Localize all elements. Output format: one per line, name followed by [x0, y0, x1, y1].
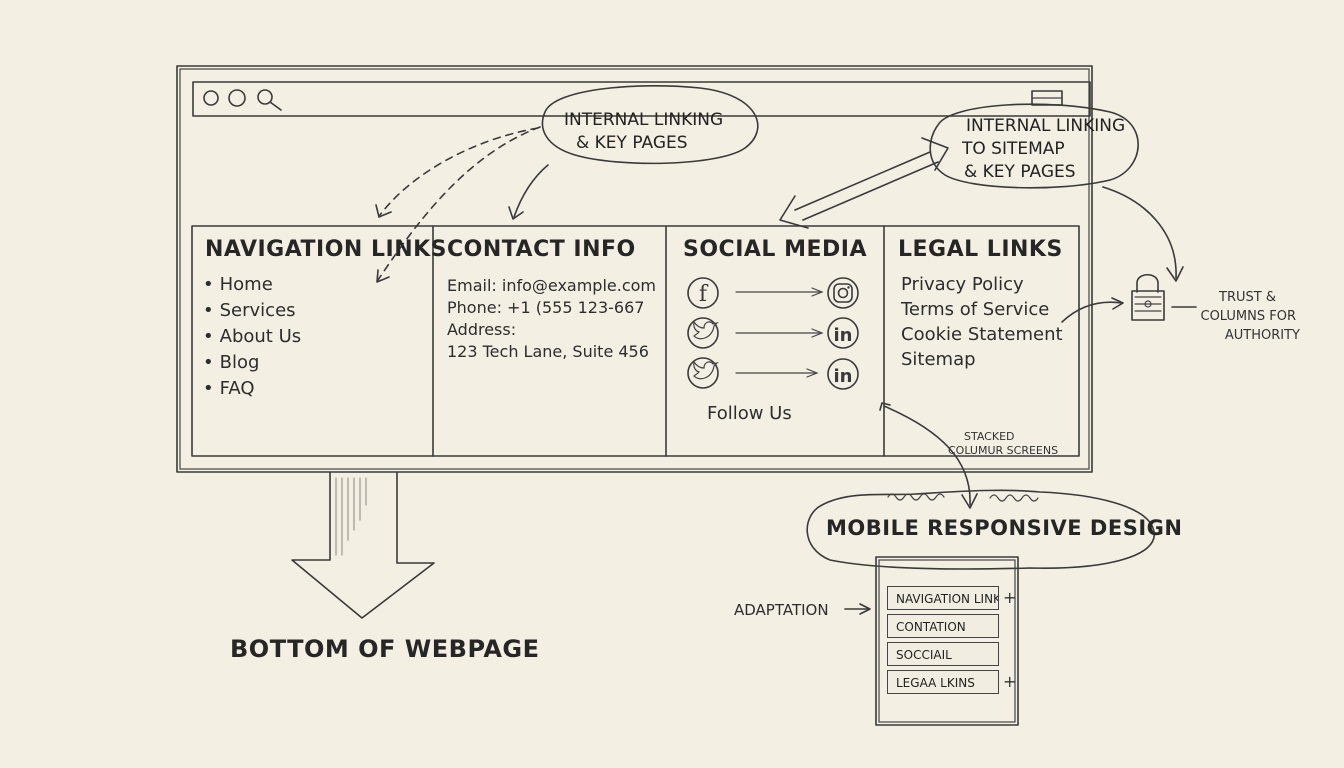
bubble-key-pages: INTERNAL LINKING & KEY PAGES — [564, 109, 723, 155]
expand-plus-icon[interactable]: + — [1003, 672, 1017, 691]
twitter-icon[interactable] — [688, 318, 718, 348]
phone-frame — [875, 556, 1019, 726]
arrow-legal-to-lock — [1061, 301, 1123, 323]
lock-icon — [1131, 273, 1165, 321]
cloud-scribble — [887, 493, 1039, 502]
bottom-of-webpage-label: BOTTOM OF WEBPAGE — [230, 635, 540, 663]
nav-link-faq[interactable]: FAQ — [203, 376, 301, 402]
social-heading: SOCIAL MEDIA — [683, 237, 867, 262]
arrow-to-contact — [513, 164, 549, 218]
mobile-row-navigation[interactable]: NAVIGATION LINKS — [887, 586, 999, 610]
trust-line2: COLUMNS FOR — [1200, 309, 1297, 324]
menu-icon — [1031, 90, 1063, 106]
bubble-outline-key-pages — [541, 85, 759, 165]
trust-annotation: TRUST & COLUMNS FOR AUTHORITY — [1200, 288, 1301, 345]
contact-email[interactable]: Email: info@example.com — [447, 276, 656, 295]
mobile-row-contact[interactable]: CONTATION — [887, 614, 999, 638]
bubble-sitemap-line1: INTERNAL LINKING — [966, 116, 1126, 136]
expand-plus-icon[interactable]: + — [1003, 588, 1017, 607]
stacked-annotation: STACKED COLUMUR SCREENS — [948, 430, 1058, 458]
linkedin-icon[interactable] — [828, 359, 858, 389]
svg-text:in: in — [834, 366, 853, 387]
bubble-sitemap-line3: & KEY PAGES — [964, 162, 1076, 182]
double-arrow — [779, 137, 949, 229]
linkedin-icon[interactable] — [828, 318, 858, 348]
dashed-arrow-1 — [379, 127, 539, 216]
follow-us-label: Follow Us — [707, 403, 792, 424]
browser-window-frame — [176, 65, 1093, 473]
bubble-key-pages-line1: INTERNAL LINKING — [564, 110, 724, 130]
social-arrows — [735, 287, 824, 378]
window-control-dots — [203, 89, 282, 111]
contact-address-label: Address: — [447, 320, 517, 339]
bubble-outline-sitemap — [929, 103, 1139, 189]
contact-heading: CONTACT INFO — [447, 237, 636, 262]
arrow-to-lock — [1102, 186, 1177, 279]
adaptation-label: ADAPTATION — [734, 601, 829, 619]
contact-address: 123 Tech Lane, Suite 456 — [447, 342, 649, 361]
contact-info-block: Email: info@example.com Phone: +1 (555 1… — [447, 275, 656, 363]
nav-link-blog[interactable]: Blog — [203, 350, 301, 376]
legal-heading: LEGAL LINKS — [898, 237, 1063, 262]
bubble-key-pages-line2: & KEY PAGES — [576, 133, 688, 153]
trust-line3: AUTHORITY — [1224, 328, 1300, 343]
twitter-icon[interactable] — [688, 358, 718, 388]
stacked-line1: STACKED — [964, 430, 1015, 443]
footer-grid — [191, 225, 1080, 457]
legal-links-list: Privacy Policy Terms of Service Cookie S… — [901, 272, 1063, 372]
contact-phone[interactable]: Phone: +1 (555 123-667 — [447, 298, 645, 317]
dashed-arrow-2 — [377, 126, 541, 281]
social-icons: f in in — [687, 277, 859, 390]
navigation-heading: NAVIGATION LINKS — [205, 237, 448, 262]
nav-link-services[interactable]: Services — [203, 298, 301, 324]
nav-link-about-us[interactable]: About Us — [203, 324, 302, 350]
mobile-responsive-title: MOBILE RESPONSIVE DESIGN — [826, 516, 1183, 540]
navigation-links-list: Home Services About Us Blog FAQ — [203, 272, 302, 402]
facebook-icon[interactable] — [688, 278, 718, 308]
legal-link-privacy[interactable]: Privacy Policy — [901, 274, 1024, 295]
bottom-down-arrow — [291, 472, 435, 619]
arrow-social-to-mobile — [883, 405, 971, 506]
svg-text:f: f — [699, 282, 709, 307]
legal-link-terms[interactable]: Terms of Service — [901, 299, 1050, 320]
mobile-row-social[interactable]: SOCCIAIL — [887, 642, 999, 666]
mobile-row-legal[interactable]: LEGAA LKINS — [887, 670, 999, 694]
trust-line1: TRUST & — [1219, 290, 1276, 305]
instagram-icon[interactable] — [828, 278, 858, 308]
legal-link-sitemap[interactable]: Sitemap — [901, 349, 976, 370]
bubble-sitemap-line2: TO SITEMAP — [962, 139, 1065, 159]
legal-link-cookie[interactable]: Cookie Statement — [901, 324, 1063, 345]
stacked-line2: COLUMUR SCREENS — [948, 444, 1059, 457]
bubble-sitemap: INTERNAL LINKING TO SITEMAP & KEY PAGES — [962, 115, 1125, 184]
svg-text:in: in — [834, 325, 853, 346]
nav-link-home[interactable]: Home — [203, 272, 301, 298]
